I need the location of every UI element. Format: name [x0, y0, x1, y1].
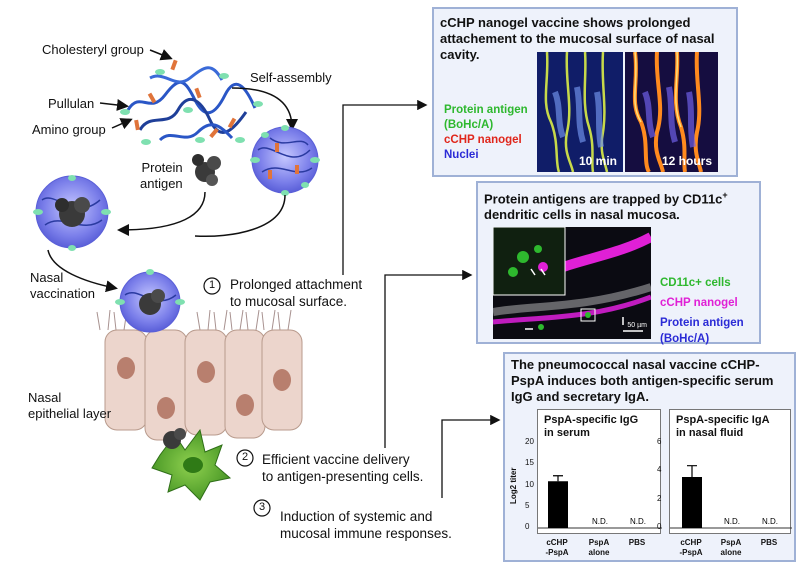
- panel1-title-line1: cCHP nanogel vaccine shows prolonged: [440, 15, 691, 30]
- panel1-title-line2: attachement to the mucosal surface of na…: [440, 31, 715, 46]
- chart-iga-title-line2: in nasal fluid: [676, 427, 744, 439]
- y-axis-label: Log2 titer: [509, 467, 518, 504]
- legend-nuclei: Nuclei: [444, 149, 479, 161]
- chart-iga-title: PspA-specific IgA in nasal fluid: [676, 414, 770, 440]
- nasal-vaccination-line1: Nasal: [30, 270, 64, 285]
- time-label-12hours: 12 hours: [661, 154, 712, 168]
- panel2-legend: CD11c+ cells cCHP nanogel Protein antige…: [660, 275, 744, 347]
- attached-nanogel: [115, 269, 185, 333]
- antigen-loaded-nanogel: [33, 175, 111, 251]
- panel2-title-text: Protein antigens are trapped by CD11c: [484, 191, 723, 207]
- panel2-title-superscript: +: [722, 190, 728, 200]
- chart-igg-title-line2: in serum: [544, 427, 590, 439]
- chart-0-error-bar: [553, 475, 563, 482]
- step-3-line2: mucosal immune responses.: [280, 526, 452, 541]
- step-3-number: 3: [258, 501, 266, 513]
- chart-1-ytick: 6: [657, 437, 662, 446]
- legend-cd11c-cells: CD11c+ cells: [660, 277, 731, 289]
- legend-protein-antigen: Protein antigen: [444, 104, 528, 116]
- panel2-title-line1: Protein antigens are trapped by CD11c+: [484, 187, 728, 207]
- micrograph-cd11c: 50 µm: [493, 227, 651, 339]
- step-1-line1: Prolonged attachment: [230, 277, 363, 292]
- legend-protein-antigen-2: Protein antigen: [660, 317, 744, 329]
- legend-cchp-nanogel: cCHP nanogel: [444, 134, 522, 146]
- chart-1-ytick: 2: [657, 493, 662, 503]
- chart-1-nd-label: N.D.: [724, 517, 740, 526]
- step-2-line2: to antigen-presenting cells.: [262, 469, 424, 484]
- protein-antigen-label: Protein antigen: [140, 160, 183, 192]
- protein-antigen-icon: [192, 154, 221, 186]
- time-label-10min: 10 min: [578, 154, 617, 168]
- chart-1-nd-label: N.D.: [762, 517, 778, 526]
- chart-0-nd-label: N.D.: [592, 517, 608, 526]
- chart-1-category-label: cCHP-PspA: [679, 538, 703, 557]
- panel3-title-line1: The pneumococcal nasal vaccine cCHP-: [511, 357, 760, 372]
- chart-0-ytick: 5: [525, 500, 530, 510]
- micrograph-12hours: 12 hours: [625, 52, 718, 172]
- chart-igg: PspA-specific IgG in serum N.D. N.D.: [537, 409, 662, 534]
- chart-igg-title: PspA-specific IgG in serum: [544, 414, 638, 440]
- step-1-line2: to mucosal surface.: [230, 294, 348, 309]
- epithelial-label-line1: Nasal: [28, 390, 62, 405]
- panel3-title: The pneumococcal nasal vaccine cCHP- Psp…: [511, 357, 773, 405]
- chart-0-ytick: 15: [525, 458, 534, 468]
- epithelial-layer-label: Nasal epithelial layer: [28, 390, 111, 422]
- cholesteryl-group-label: Cholesteryl group: [42, 42, 144, 57]
- chart-0-category-label: cCHP-PspA: [545, 538, 569, 557]
- legend-cchp-nanogel-2: cCHP nanogel: [660, 297, 738, 309]
- panel-prolonged-attachment: cCHP nanogel vaccine shows prolonged att…: [432, 7, 738, 177]
- scale-bar-label: 50 µm: [627, 322, 647, 329]
- nasal-vaccination-label: Nasal vaccination: [30, 270, 95, 302]
- panel2-title: Protein antigens are trapped by CD11c+ d…: [484, 187, 728, 223]
- chart-0-ytick: 0: [525, 522, 530, 531]
- epithelial-label-line2: epithelial layer: [28, 406, 112, 421]
- nasal-epithelium: [96, 309, 303, 441]
- panel-immune-responses: The pneumococcal nasal vaccine cCHP- Psp…: [503, 352, 796, 562]
- self-assembly-label: Self-assembly: [250, 70, 332, 85]
- chart-1-ytick: 4: [657, 465, 662, 475]
- legend-bohc-a-2: (BoHc/A): [660, 333, 710, 345]
- step-3-line1: Induction of systemic and: [280, 509, 433, 524]
- legend-bohc-a: (BoHc/A): [444, 119, 494, 131]
- panel1-legend: Protein antigen (BoHc/A) cCHP nanogel Nu…: [444, 103, 528, 163]
- chart-0-bar: [548, 481, 568, 528]
- step-2-line1: Efficient vaccine delivery: [262, 452, 410, 467]
- nasal-vaccination-line2: vaccination: [30, 286, 96, 301]
- chart-igg-plot: N.D. N.D.: [538, 475, 662, 529]
- chart-1-bar: [682, 477, 702, 528]
- chart-0-ytick: 10: [525, 479, 534, 489]
- panel3-title-line3: IgG and secretary IgA.: [511, 389, 649, 404]
- chart-1-error-bar: [687, 465, 697, 477]
- panel1-title: cCHP nanogel vaccine shows prolonged att…: [440, 15, 715, 63]
- pullulan-polymer-illustration: [120, 59, 263, 145]
- chart-0-ytick: 20: [525, 437, 534, 446]
- chart-iga: PspA-specific IgA in nasal fluid N.D.N.D…: [669, 409, 792, 534]
- panel-dendritic-trapping: Protein antigens are trapped by CD11c+ d…: [476, 181, 761, 347]
- step-2-number: 2: [241, 451, 249, 463]
- panel2-title-line2: dendritic cells in nasal mucosa.: [484, 207, 680, 223]
- chart-1-ytick: 0: [657, 522, 662, 531]
- micrograph-10min: 10 min: [537, 52, 623, 172]
- step-1-text: Prolonged attachment to mucosal surface.: [230, 276, 362, 310]
- chart-0-nd-label: N.D.: [630, 517, 646, 526]
- nanogel-particle: [250, 125, 320, 196]
- protein-antigen-label-line1: Protein: [141, 160, 183, 175]
- amino-group-label: Amino group: [32, 122, 106, 137]
- chart-iga-title-line1: PspA-specific IgA: [676, 414, 770, 426]
- pullulan-label: Pullulan: [48, 96, 95, 111]
- protein-antigen-label-line2: antigen: [140, 176, 183, 191]
- step-2-text: Efficient vaccine delivery to antigen-pr…: [262, 451, 423, 485]
- dendritic-cell: [151, 428, 232, 501]
- chart-igg-title-line1: PspA-specific IgG: [544, 414, 639, 426]
- panel1-title-line3: cavity.: [440, 47, 480, 62]
- step-1-number: 1: [208, 279, 216, 291]
- step-3-text: Induction of systemic and mucosal immune…: [280, 508, 452, 542]
- panel3-title-line2: PspA induces both antigen-specific serum: [511, 373, 774, 388]
- chart-1-category-label: PBS: [760, 538, 778, 547]
- chart-iga-plot: N.D. N.D.: [670, 465, 792, 529]
- chart-0-category-label: PBS: [628, 538, 646, 547]
